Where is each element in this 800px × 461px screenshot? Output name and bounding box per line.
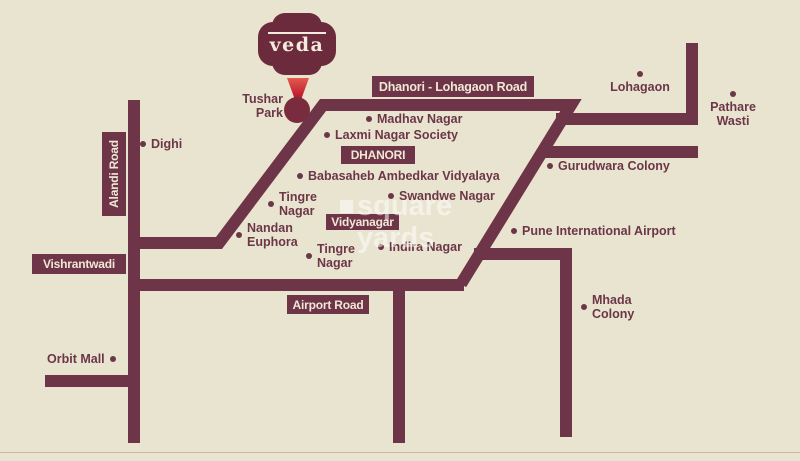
place-babasaheb-ambedkar-vidyalaya: Babasaheb Ambedkar Vidyalaya	[297, 169, 500, 183]
place-indira-nagar: Indira Nagar	[378, 240, 462, 254]
place-pathare-wasti: Pathare Wasti	[706, 91, 760, 128]
place-mhada-colony: Mhada Colony	[581, 293, 640, 321]
place-tingre-nagar-lower: Tingre Nagar	[306, 242, 363, 270]
place-laxmi-nagar-society: Laxmi Nagar Society	[324, 128, 458, 142]
place-madhav-nagar: Madhav Nagar	[366, 112, 462, 126]
place-dighi: Dighi	[140, 137, 182, 151]
location-beam-icon	[287, 78, 309, 108]
map-dot-icon	[730, 91, 736, 97]
map-dot-icon	[378, 244, 384, 250]
road-label-airport: Airport Road	[287, 295, 369, 314]
place-lohagaon: Lohagaon	[607, 71, 673, 94]
place-gurudwara-colony: Gurudwara Colony	[547, 159, 670, 173]
map-dot-icon	[637, 71, 643, 77]
map-dot-icon	[547, 163, 553, 169]
area-label-dhanori: DHANORI	[341, 146, 415, 164]
road-label-alandi: Alandi Road	[102, 132, 126, 216]
veda-logo: veda	[254, 11, 340, 77]
place-nandan-euphora: Nandan Euphora	[236, 221, 305, 249]
place-orbit-mall: Orbit Mall	[47, 352, 116, 366]
place-swandwe-nagar: Swandwe Nagar	[388, 189, 495, 203]
road-lohagaon-branch	[556, 43, 698, 125]
place-tingre-nagar-upper: Tingre Nagar	[268, 190, 325, 218]
location-pin-icon	[284, 97, 310, 123]
road-label-vishrantwadi: Vishrantwadi	[32, 254, 126, 274]
road-label-dhanori-lohagaon: Dhanori - Lohagaon Road	[372, 76, 534, 97]
map-dot-icon	[366, 116, 372, 122]
road-mhada-branch	[474, 248, 572, 437]
map-dot-icon	[306, 253, 312, 259]
road-main-loop	[129, 99, 582, 288]
veda-logo-text: veda	[267, 31, 327, 56]
place-tushar-park: Tushar Park	[242, 92, 283, 120]
map-dot-icon	[140, 141, 146, 147]
map-dot-icon	[268, 201, 274, 207]
bottom-border-line	[0, 452, 800, 453]
map-dot-icon	[388, 193, 394, 199]
map-dot-icon	[511, 228, 517, 234]
map-dot-icon	[297, 173, 303, 179]
map-dot-icon	[581, 304, 587, 310]
map-dot-icon	[236, 232, 242, 238]
map-dot-icon	[109, 356, 116, 362]
map-dot-icon	[324, 132, 330, 138]
area-label-vidyanagar: Vidyanagar	[326, 214, 399, 230]
place-pune-international-airport: Pune International Airport	[511, 224, 676, 238]
